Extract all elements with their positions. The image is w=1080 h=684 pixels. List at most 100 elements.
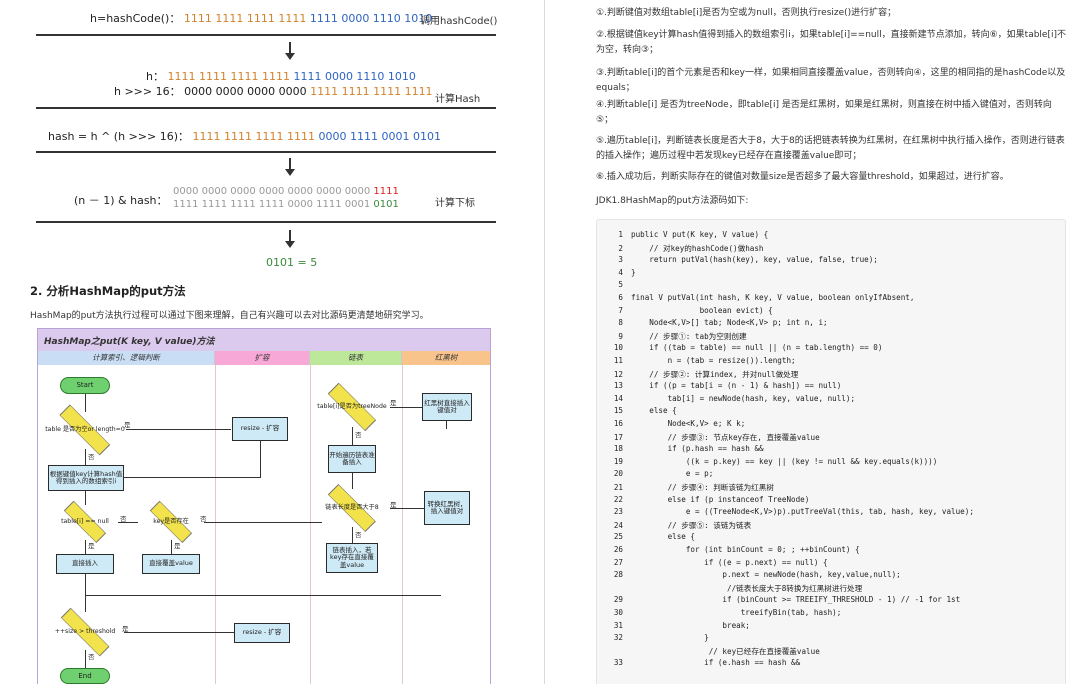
convert-rbtree-node: 转换红黑树，插入键值对 [424,491,470,525]
flow-connector [204,522,322,523]
hashcode-row: h=hashCode()： 1111 1111 1111 1111 1111 0… [90,10,432,26]
line-number: 19 [613,456,623,466]
step-6: ⑥.插入成功后，判断实际存在的键值对数量size是否超多了最大容量thresho… [596,172,1009,182]
line-number: 3 [618,255,623,265]
rbtree-insert-node: 红黑树直接插入键值对 [422,393,472,421]
code-line: 2 // 对key的hashCode()做hash [597,243,764,254]
step-3: ③.判断table[i]的首个元素是否和key一样，如果相同直接覆盖value，… [596,68,1066,93]
hashcode-bits-high: 1111 1111 1111 1111 [183,12,307,25]
divider-rule [36,221,496,223]
code-line: 24 // 步骤⑤: 该链为链表 [597,520,751,531]
no-label: 否 [88,653,95,661]
hash-xor-row: hash = h ^ (h >>> 16)： 1111 1111 1111 11… [48,128,441,144]
code-text: if (e.hash == hash && [631,658,801,668]
line-number: 2 [618,243,623,253]
put-flowchart: HashMap之put(K key, V value)方法 计算索引、逻辑判断 … [37,328,491,684]
code-line: 26 for (int binCount = 0; ; ++binCount) … [597,545,860,554]
step-5: ⑤.遍历table[i]，判断链表长度是否大于8，大于8的话把链表转换为红黑树，… [596,136,1065,161]
decision-length-8: 链表长度是否大于8 [314,484,390,532]
code-text: // key已经存在直接覆盖value [631,646,820,656]
mask-bits-low: 1111 [373,186,399,197]
h-bits-high: 1111 1111 1111 1111 [167,70,290,83]
hashcode-label: h=hashCode()： [90,12,181,25]
code-line: 31 break; [597,621,750,630]
index-bottom-row: 1111 1111 1111 1111 0000 1111 0001 0101 [173,199,399,210]
flow-connector [118,522,138,523]
right-page: ①.判断键值对数组table[i]是否为空或为null，否则执行resize()… [548,0,1080,684]
code-line: 23 e = ((TreeNode<K,V>)p).putTreeVal(thi… [597,507,974,516]
step-2: ②.根据键值key计算hash值得到插入的数组索引i，如果table[i]==n… [596,30,1066,55]
overwrite-value-node: 直接覆盖value [142,554,200,574]
line-number: 7 [618,305,623,315]
line-number: 14 [613,393,623,403]
code-line: 30 treeifyBin(tab, hash); [597,608,841,617]
yes-label: 是 [124,421,131,429]
code-text: // 对key的hashCode()做hash [631,243,764,253]
code-line: 29 if (binCount >= TREEIFY_THRESHOLD - 1… [597,595,960,604]
line-number: 16 [613,419,623,428]
flow-connector [446,421,447,429]
line-number: 6 [618,293,623,302]
code-line: 13 if ((p = tab[i = (n - 1) & hash]) == … [597,381,841,390]
lane-separator [402,365,403,684]
code-text: if (binCount >= TREEIFY_THRESHOLD - 1) /… [631,595,961,605]
h-label: h： [146,70,164,83]
code-text: // 步骤②: 计算index, 并对null做处理 [631,369,799,379]
hash-xor-label: hash = h ^ (h >>> 16)： [48,130,190,143]
no-label: 否 [88,453,95,461]
no-label: 否 [200,515,207,523]
code-line: 21 // 步骤④: 判断该链为红黑树 [597,482,774,493]
code-line: 3 return putVal(hash(key), key, value, f… [597,255,878,265]
flowchart-title: HashMap之put(K key, V value)方法 [38,329,490,351]
line-number: 24 [613,520,623,530]
flow-connector [85,595,441,596]
lane-header-linkedlist: 链表 [310,351,402,365]
code-text: return putVal(hash(key), key, value, fal… [631,255,878,265]
flow-connector [85,394,86,412]
divider-rule [36,151,496,153]
compute-index-note: 计算下标 [435,198,475,209]
line-number: 9 [618,331,623,341]
line-number: 18 [613,444,623,454]
flow-connector [390,508,424,509]
code-text: else { [631,406,677,416]
flow-connector [124,632,234,633]
no-label: 否 [355,531,362,539]
flow-connector [390,407,422,408]
yes-label: 是 [88,542,95,550]
step-1: ①.判断键值对数组table[i]是否为空或为null，否则执行resize()… [596,8,897,18]
code-text: if ((p = tab[i = (n - 1) & hash]) == nul… [631,381,842,391]
code-text: public V put(K key, V value) { [631,230,769,239]
line-number: 22 [613,494,623,504]
hashcode-bits-low: 1111 0000 1110 1010 [309,12,433,25]
line-number: 23 [613,507,623,517]
code-line: 7 boolean evict) { [597,305,772,315]
code-text: tab[i] = newNode(hash, key, value, null)… [631,393,856,403]
resize-node: resize - 扩容 [234,623,290,643]
code-line: 20 e = p; [597,469,713,478]
code-text: // 步骤①: tab为空则创建 [631,331,747,341]
code-line: 32 } [597,633,709,642]
flow-connector [352,527,353,543]
left-page: h=hashCode()： 1111 1111 1111 1111 1111 0… [30,10,497,684]
h-shift-row: h >>> 16： 0000 0000 0000 0000 1111 1111 … [114,83,433,99]
code-line: 11 n = (tab = resize()).length; [597,356,796,365]
code-text: } [631,267,636,277]
line-number: 1 [618,230,623,239]
code-text: e = p; [631,469,714,479]
line-number: 20 [613,469,623,479]
code-intro: JDK1.8HashMap的put方法源码如下: [596,196,749,206]
flow-connector [260,441,261,477]
section-title: 2. 分析HashMap的put方法 [30,284,186,298]
code-text: // 步骤⑤: 该链为链表 [631,520,752,530]
decision-treenode: table[i]是否为treeNode [314,382,390,432]
code-line: 18 if (p.hash == hash && [597,444,764,453]
code-line: 10 if ((tab = table) == null || (n = tab… [597,343,883,352]
resize-node: resize - 扩容 [232,417,288,441]
mask-bits-high: 0000 0000 0000 0000 0000 0000 0000 [173,186,371,197]
line-number: 26 [613,545,623,554]
code-line: //链表长度大于8转换为红黑树进行处理 [597,583,862,594]
flow-connector [85,650,86,668]
flow-connector [85,540,86,554]
